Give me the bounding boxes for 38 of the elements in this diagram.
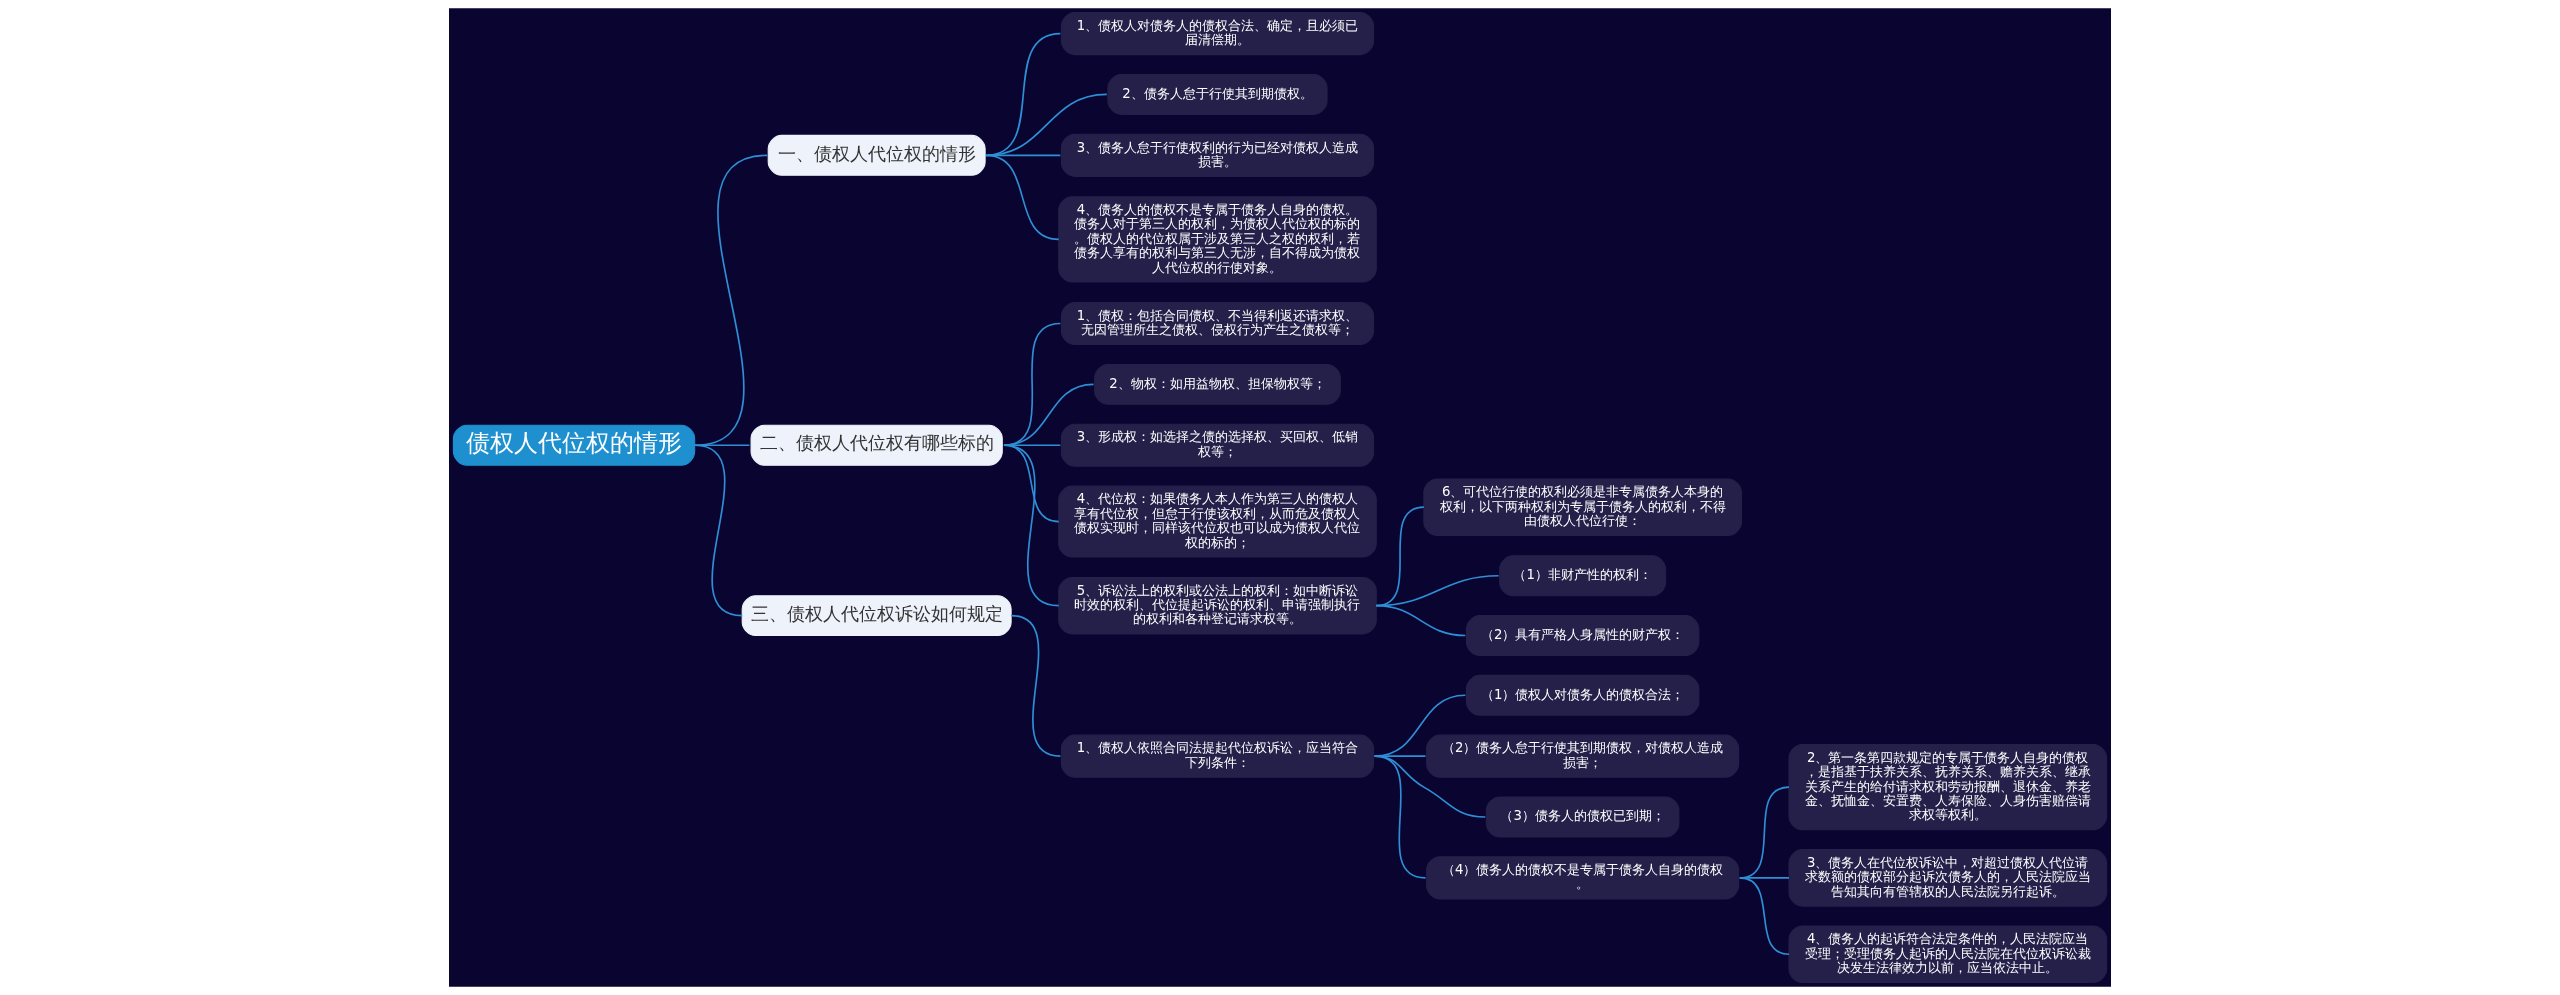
node-box: 2、物权：如用益物权、担保物权等； xyxy=(1094,363,1341,405)
node-box: 4、代位权：如果债务人本人作为第三人的债权人享有代位权，但怠于行使该权利，从而危及债权人债权实现时，同样该代位权也可以成为债权人代位权的标的； xyxy=(1058,485,1377,558)
node-box: 2、债务人怠于行使其到期债权。 xyxy=(1107,73,1328,115)
connector xyxy=(1738,877,1790,956)
node-box: 三、债权人代位权诉讼如何规定 xyxy=(741,595,1012,637)
connector xyxy=(985,32,1062,157)
node-box: （1）债权人对债务人的债权合法； xyxy=(1465,674,1700,716)
node-box: （3）债务人的债权已到期； xyxy=(1485,796,1680,838)
node-box: 4、债务人的债权不是专属于债务人自身的债权。债务人对于第三人的权利，为债权人代位权的标的。债权人的代位权属于涉及第三人之权的权利，若债务人享有的权利与第三人无涉，自不得成为债权人代位权的行使对象。 xyxy=(1058,196,1377,283)
node-box: 二、债权人代位权有哪些标的 xyxy=(750,424,1003,466)
node-box: （1）非财产性的权利： xyxy=(1499,555,1667,597)
connector xyxy=(1003,444,1062,447)
connector xyxy=(1003,383,1095,447)
node-box: 3、债务人怠于行使权利的行为已经对债权人造成损害。 xyxy=(1060,133,1375,177)
node-box: （2）债务人怠于行使其到期债权，对债权人造成损害； xyxy=(1426,734,1740,778)
node-box: 5、诉讼法上的权利或公法上的权利：如中断诉讼时效的权利、代位提起诉讼的权利、申请强制执行的权利和各种登记请求权等。 xyxy=(1058,576,1377,635)
node-box: 2、第一条第四款规定的专属于债务人自身的债权，是指基于扶养关系、抚养关系、赡养关系、继承关系产生的给付请求权和劳动报酬、退休金、养老金、抚恤金、安置费、人寿保险、人身伤害赔偿请求权等权利。 xyxy=(1788,743,2108,831)
node-box: 6、可代位行使的权利必须是非专属债务人本身的权利，以下两种权利为专属于债务人的权利，不得由债权人代位行使： xyxy=(1423,478,1742,536)
node-box: 债权人代位权的情形 xyxy=(452,424,696,466)
connector xyxy=(1003,444,1060,523)
node-box: 1、债权人依照合同法提起代位权诉讼，应当符合下列条件： xyxy=(1060,734,1375,778)
connector xyxy=(693,444,744,617)
node-box: （4）债务人的债权不是专属于债务人自身的债权。 xyxy=(1426,856,1740,900)
node-box: 1、债权：包括合同债权、不当得利返还请求权、无因管理所生之债权、侵权行为产生之债权等； xyxy=(1060,301,1375,346)
connector xyxy=(1375,604,1467,637)
node-box: 4、债务人的起诉符合法定条件的，人民法院应当受理；受理债务人起诉的人民法院在代位权诉讼裁决发生法律效力以前，应当依法中止。 xyxy=(1788,925,2108,983)
connector xyxy=(1003,322,1062,447)
node-box: 1、债权人对债务人的债权合法、确定，且必须已届清偿期。 xyxy=(1060,12,1375,56)
connector xyxy=(985,154,1062,157)
node-box: 3、债务人在代位权诉讼中，对超过债权人代位请求数额的债权部分起诉次债务人的，人民法院应当告知其向有管辖权的人民法院另行起诉。 xyxy=(1788,849,2108,907)
connector xyxy=(1373,755,1427,879)
node-box: （2）具有严格人身属性的财产权： xyxy=(1465,615,1700,656)
node-box: 一、债权人代位权的情形 xyxy=(767,134,986,176)
connector xyxy=(1003,444,1060,607)
node-box: 3、形成权：如选择之债的选择权、买回权、低销权等； xyxy=(1060,423,1375,467)
connector xyxy=(985,154,1060,241)
connector xyxy=(1010,614,1062,757)
connector xyxy=(985,93,1108,157)
